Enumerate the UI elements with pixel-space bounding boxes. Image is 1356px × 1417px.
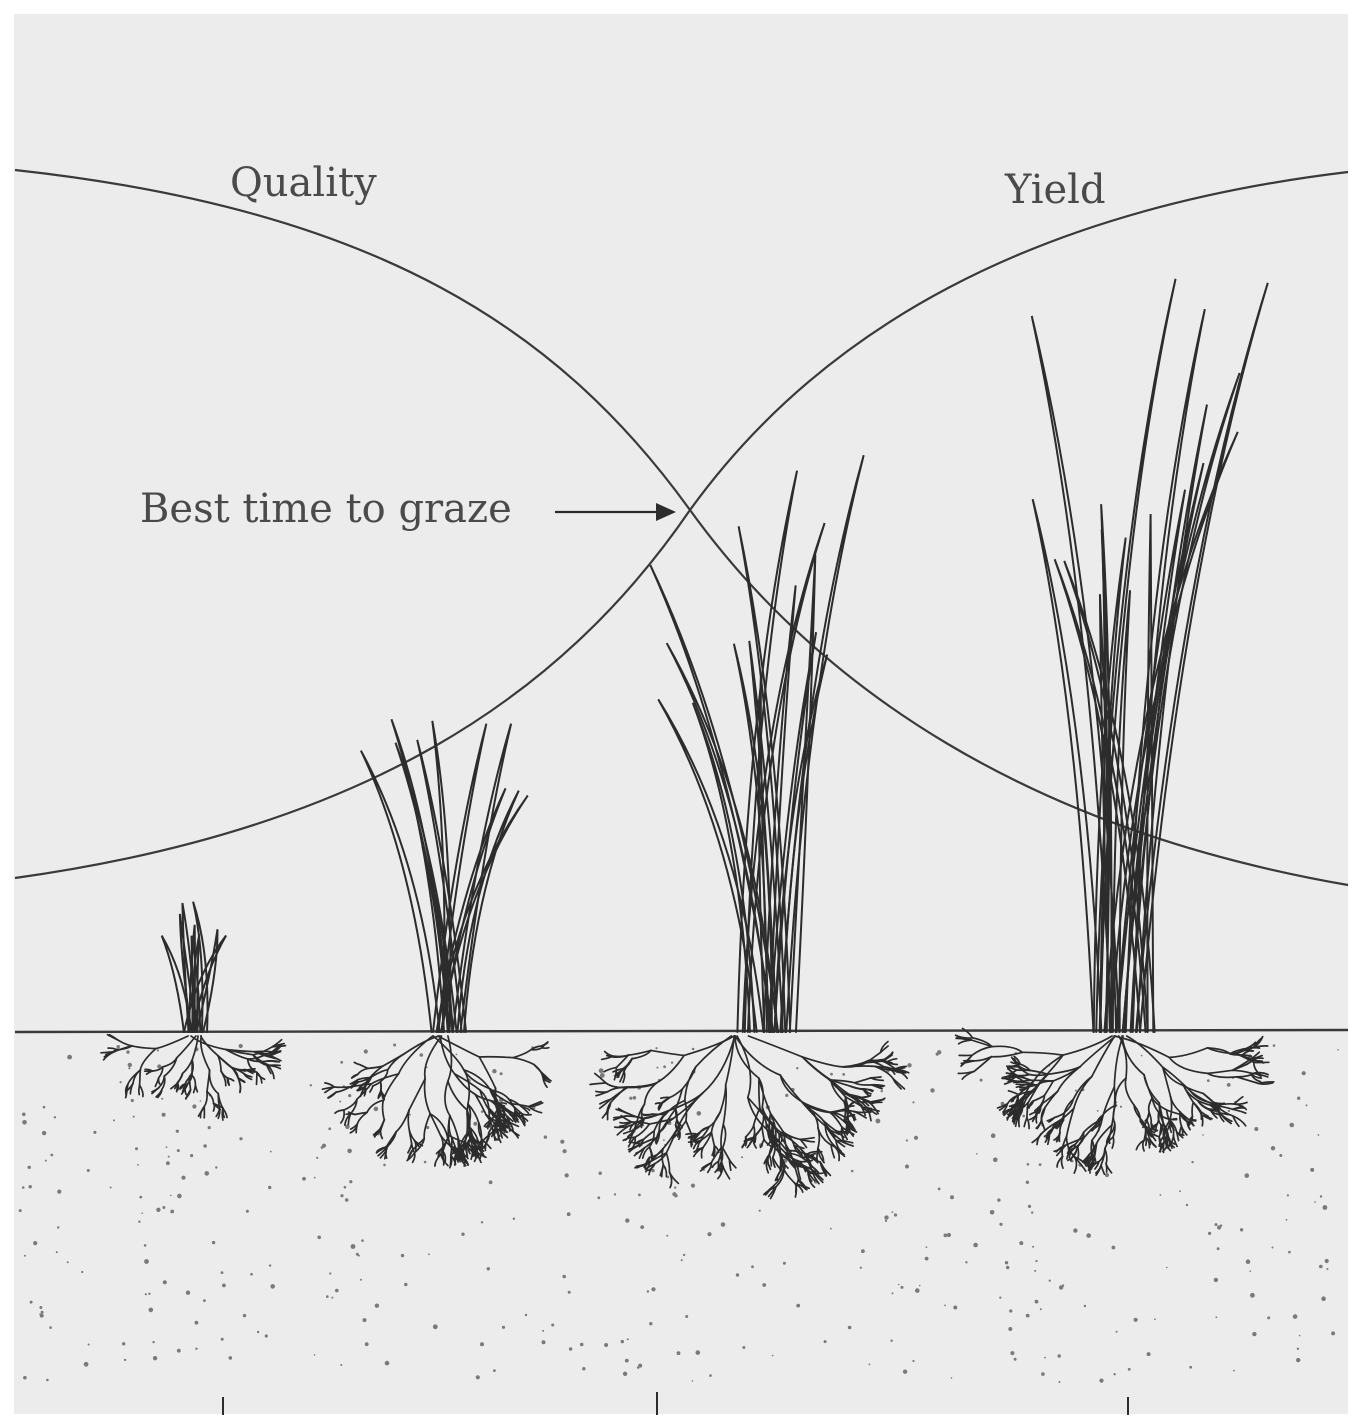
plant-stage-4	[956, 279, 1274, 1175]
soil-texture	[19, 1044, 1339, 1384]
quality-label: Quality	[230, 160, 377, 206]
plant-stage-3	[590, 455, 909, 1198]
plant-stage-1	[101, 902, 286, 1120]
best-time-label: Best time to graze	[140, 486, 512, 532]
arrow-icon	[555, 503, 676, 521]
yield-label: Yield	[1004, 167, 1106, 213]
grazing-diagram: Quality Yield Best time to graze	[14, 14, 1348, 1414]
